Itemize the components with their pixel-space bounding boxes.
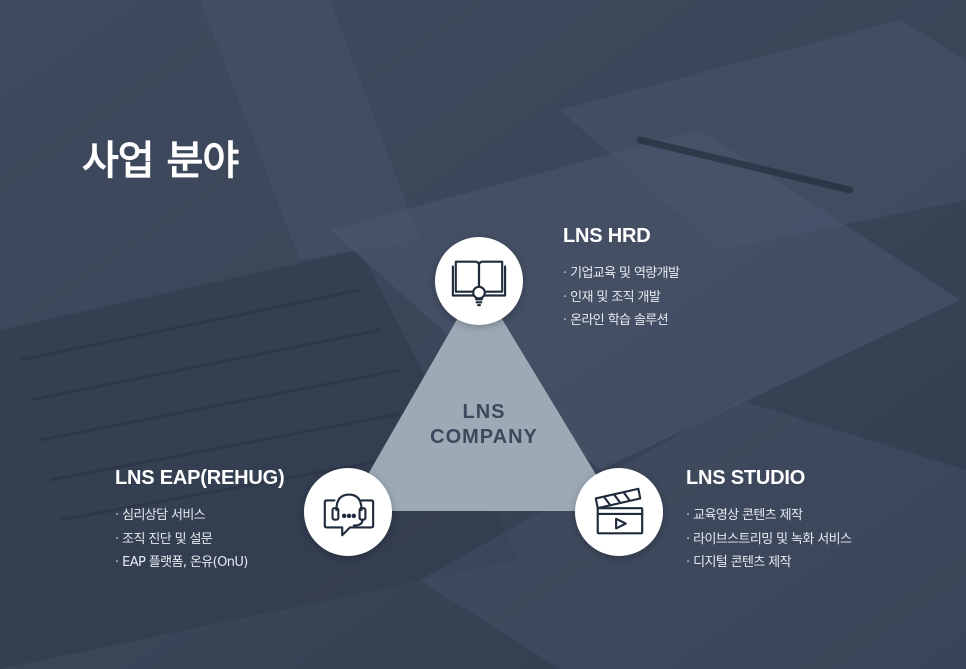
studio-icon-circle <box>575 468 663 556</box>
list-item: 라이브스트리밍 및 녹화 서비스 <box>686 528 852 552</box>
eap-icon-circle <box>304 468 392 556</box>
hrd-list: 기업교육 및 역량개발 인재 및 조직 개발 온라인 학습 솔루션 <box>563 262 680 333</box>
studio-section: LNS STUDIO 교육영상 콘텐츠 제작 라이브스트리밍 및 녹화 서비스 … <box>686 467 852 575</box>
headset-chat-icon <box>323 493 375 537</box>
company-label-line2: COMPANY <box>430 426 538 448</box>
hrd-title: LNS HRD <box>563 225 651 247</box>
list-item: 교육영상 콘텐츠 제작 <box>686 504 851 528</box>
page-title: 사업 분야 <box>82 138 239 184</box>
list-item: 심리상담 서비스 <box>115 504 284 528</box>
list-item: 인재 및 조직 개발 <box>563 286 679 310</box>
clapperboard-icon <box>594 487 644 535</box>
company-label: LNS COMPANY <box>414 400 554 450</box>
list-item: EAP 플랫폼, 온유(OnU) <box>115 551 284 575</box>
book-lightbulb-icon <box>451 260 507 307</box>
hrd-icon-circle <box>435 237 523 325</box>
list-item: 온라인 학습 솔루션 <box>563 309 679 333</box>
eap-title: LNS EAP(REHUG) <box>115 467 285 489</box>
company-label-line1: LNS <box>462 401 506 423</box>
hrd-section: LNS HRD 기업교육 및 역량개발 인재 및 조직 개발 온라인 학습 솔루… <box>563 225 680 333</box>
list-item: 기업교육 및 역량개발 <box>563 262 680 286</box>
studio-title: LNS STUDIO <box>686 467 806 489</box>
studio-list: 교육영상 콘텐츠 제작 라이브스트리밍 및 녹화 서비스 디지털 콘텐츠 제작 <box>686 504 852 575</box>
list-item: 디지털 콘텐츠 제작 <box>686 551 851 575</box>
eap-list: 심리상담 서비스 조직 진단 및 설문 EAP 플랫폼, 온유(OnU) <box>115 504 284 575</box>
eap-section: LNS EAP(REHUG) 심리상담 서비스 조직 진단 및 설문 EAP 플… <box>115 467 285 575</box>
list-item: 조직 진단 및 설문 <box>115 528 284 552</box>
